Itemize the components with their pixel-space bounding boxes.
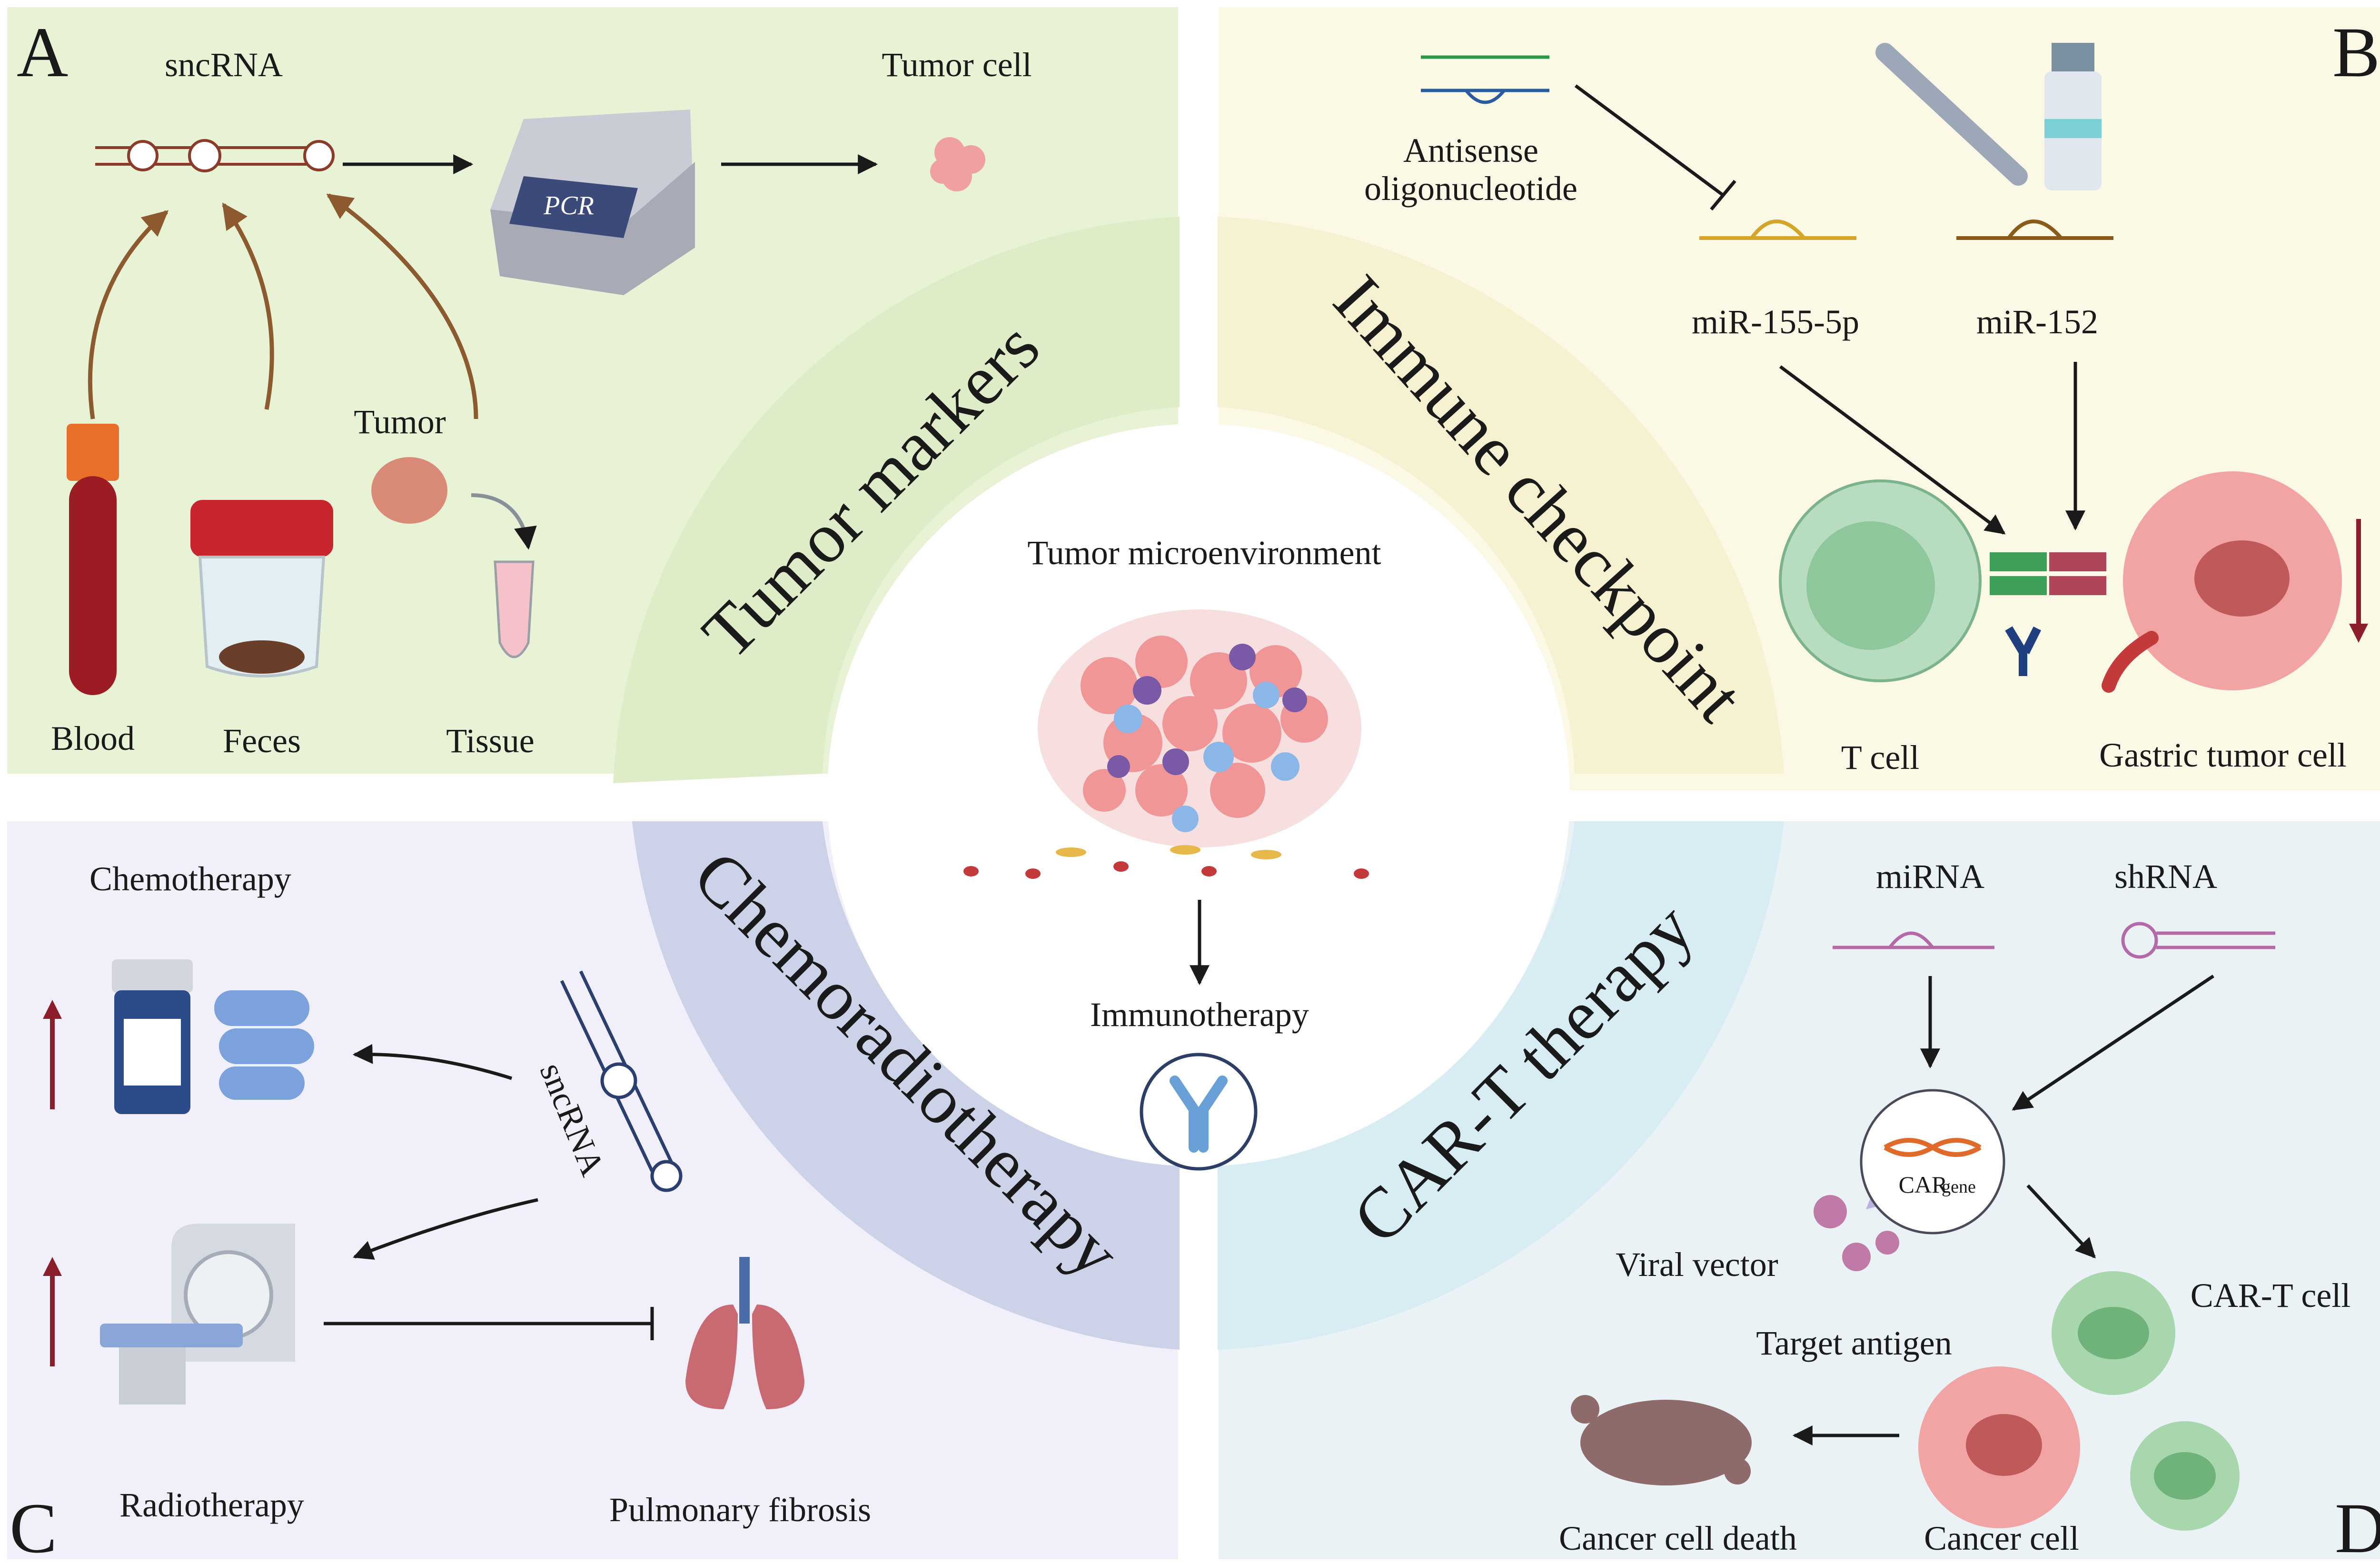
tumor-tissue-icon bbox=[371, 457, 537, 550]
radiotherapy-machine-icon bbox=[100, 1224, 295, 1405]
blood-label: Blood bbox=[51, 719, 135, 757]
pcr-label: PCR bbox=[543, 191, 594, 220]
vial-icon bbox=[2044, 43, 2102, 190]
t-cell-label: T cell bbox=[1841, 738, 1920, 777]
tissue-label: Tissue bbox=[446, 722, 534, 760]
inhibition-line-radio bbox=[324, 1307, 654, 1340]
car-t-cell-icon bbox=[2052, 1271, 2175, 1395]
arrow-car-to-cart bbox=[2026, 1184, 2096, 1259]
pill-bottle-icon bbox=[112, 959, 193, 1114]
mir152-icon bbox=[1956, 219, 2113, 240]
cancer-cell-label: Cancer cell bbox=[1924, 1519, 2079, 1557]
antisense-oligonucleotide-icon bbox=[1421, 55, 1549, 104]
shrna-icon bbox=[2121, 922, 2275, 959]
shrna-label: shRNA bbox=[2114, 857, 2217, 896]
panel-a-brown-arrows bbox=[88, 193, 478, 419]
t-cell-icon bbox=[1779, 479, 1982, 682]
blood-tube-icon bbox=[67, 424, 119, 695]
tumor-microenvironment-illustration bbox=[963, 609, 1369, 879]
tissue-tube-icon bbox=[494, 560, 535, 658]
tumor-cell-label: Tumor cell bbox=[882, 46, 1031, 84]
car-label: CAR bbox=[1899, 1171, 1948, 1198]
target-antigen-label: Target antigen bbox=[1756, 1324, 1952, 1362]
arrow-shrna-to-car bbox=[2012, 975, 2214, 1111]
chemotherapy-label: Chemotherapy bbox=[89, 860, 291, 898]
sncrna-hairpin-icon bbox=[95, 139, 335, 172]
gastric-tumor-cell-icon bbox=[2102, 471, 2342, 693]
antibody-icon bbox=[1140, 1053, 1258, 1171]
ring-quadrant-b bbox=[1218, 217, 1784, 774]
antisense-label-line2: oligonucleotide bbox=[1364, 169, 1577, 208]
arrow-sncrna-to-chemo bbox=[352, 1044, 513, 1080]
feces-jar-icon bbox=[190, 500, 333, 677]
mirna-icon bbox=[1833, 931, 1994, 949]
ring-quadrant-d bbox=[1218, 821, 1784, 1350]
viral-vector-label: Viral vector bbox=[1616, 1245, 1778, 1284]
cancer-cell-icon bbox=[1918, 1366, 2080, 1528]
mir152-label: miR-152 bbox=[1976, 303, 2098, 341]
antisense-label-line1: Antisense bbox=[1403, 131, 1538, 169]
inhibition-line-aso bbox=[1574, 84, 1736, 211]
sncrna-hairpin-vertical-icon bbox=[560, 970, 683, 1192]
cancer-cell-death-icon bbox=[1571, 1395, 1752, 1485]
tumor-label: Tumor bbox=[354, 403, 446, 441]
gene-label: gene bbox=[1942, 1177, 1976, 1197]
car-t-cell-label: CAR-T cell bbox=[2191, 1276, 2351, 1315]
gastric-tumor-cell-label: Gastric tumor cell bbox=[2099, 736, 2347, 774]
ring-quadrant-a bbox=[613, 217, 1180, 783]
mir155-label: miR-155-5p bbox=[1692, 303, 1859, 341]
feces-label: Feces bbox=[223, 722, 301, 760]
pcr-machine-icon bbox=[490, 110, 695, 295]
arrow-sncrna-to-radio bbox=[353, 1198, 538, 1260]
mir155-icon bbox=[1699, 219, 1856, 240]
ring-quadrant-c bbox=[632, 821, 1180, 1350]
tme-label: Tumor microenvironment bbox=[1027, 534, 1381, 572]
car-t-cell-second-icon bbox=[2130, 1421, 2240, 1531]
syringe-icon bbox=[1875, 43, 2028, 186]
mirna-label: miRNA bbox=[1876, 857, 1984, 896]
cancer-cell-death-label: Cancer cell death bbox=[1559, 1519, 1797, 1557]
viral-vector-icon bbox=[1814, 1195, 1899, 1271]
pulmonary-fibrosis-label: Pulmonary fibrosis bbox=[609, 1491, 871, 1529]
panel-b-letter: B bbox=[2332, 13, 2380, 92]
panel-a-letter: A bbox=[17, 13, 68, 92]
tumor-cell-icon bbox=[930, 137, 985, 191]
radiotherapy-label: Radiotherapy bbox=[119, 1486, 304, 1524]
capsule-icons bbox=[214, 990, 314, 1100]
arrow-mir155-to-checkpoint bbox=[1779, 365, 2006, 535]
panel-c-letter: C bbox=[10, 1489, 57, 1564]
immunotherapy-label: Immunotherapy bbox=[1090, 996, 1309, 1034]
lungs-icon bbox=[685, 1257, 804, 1409]
car-gene-bubble-icon bbox=[1860, 1089, 2005, 1235]
checkpoint-receptor-icon bbox=[1990, 552, 2106, 676]
panel-a-sncrna-label: sncRNA bbox=[165, 46, 283, 84]
panel-d-letter: D bbox=[2335, 1489, 2380, 1564]
